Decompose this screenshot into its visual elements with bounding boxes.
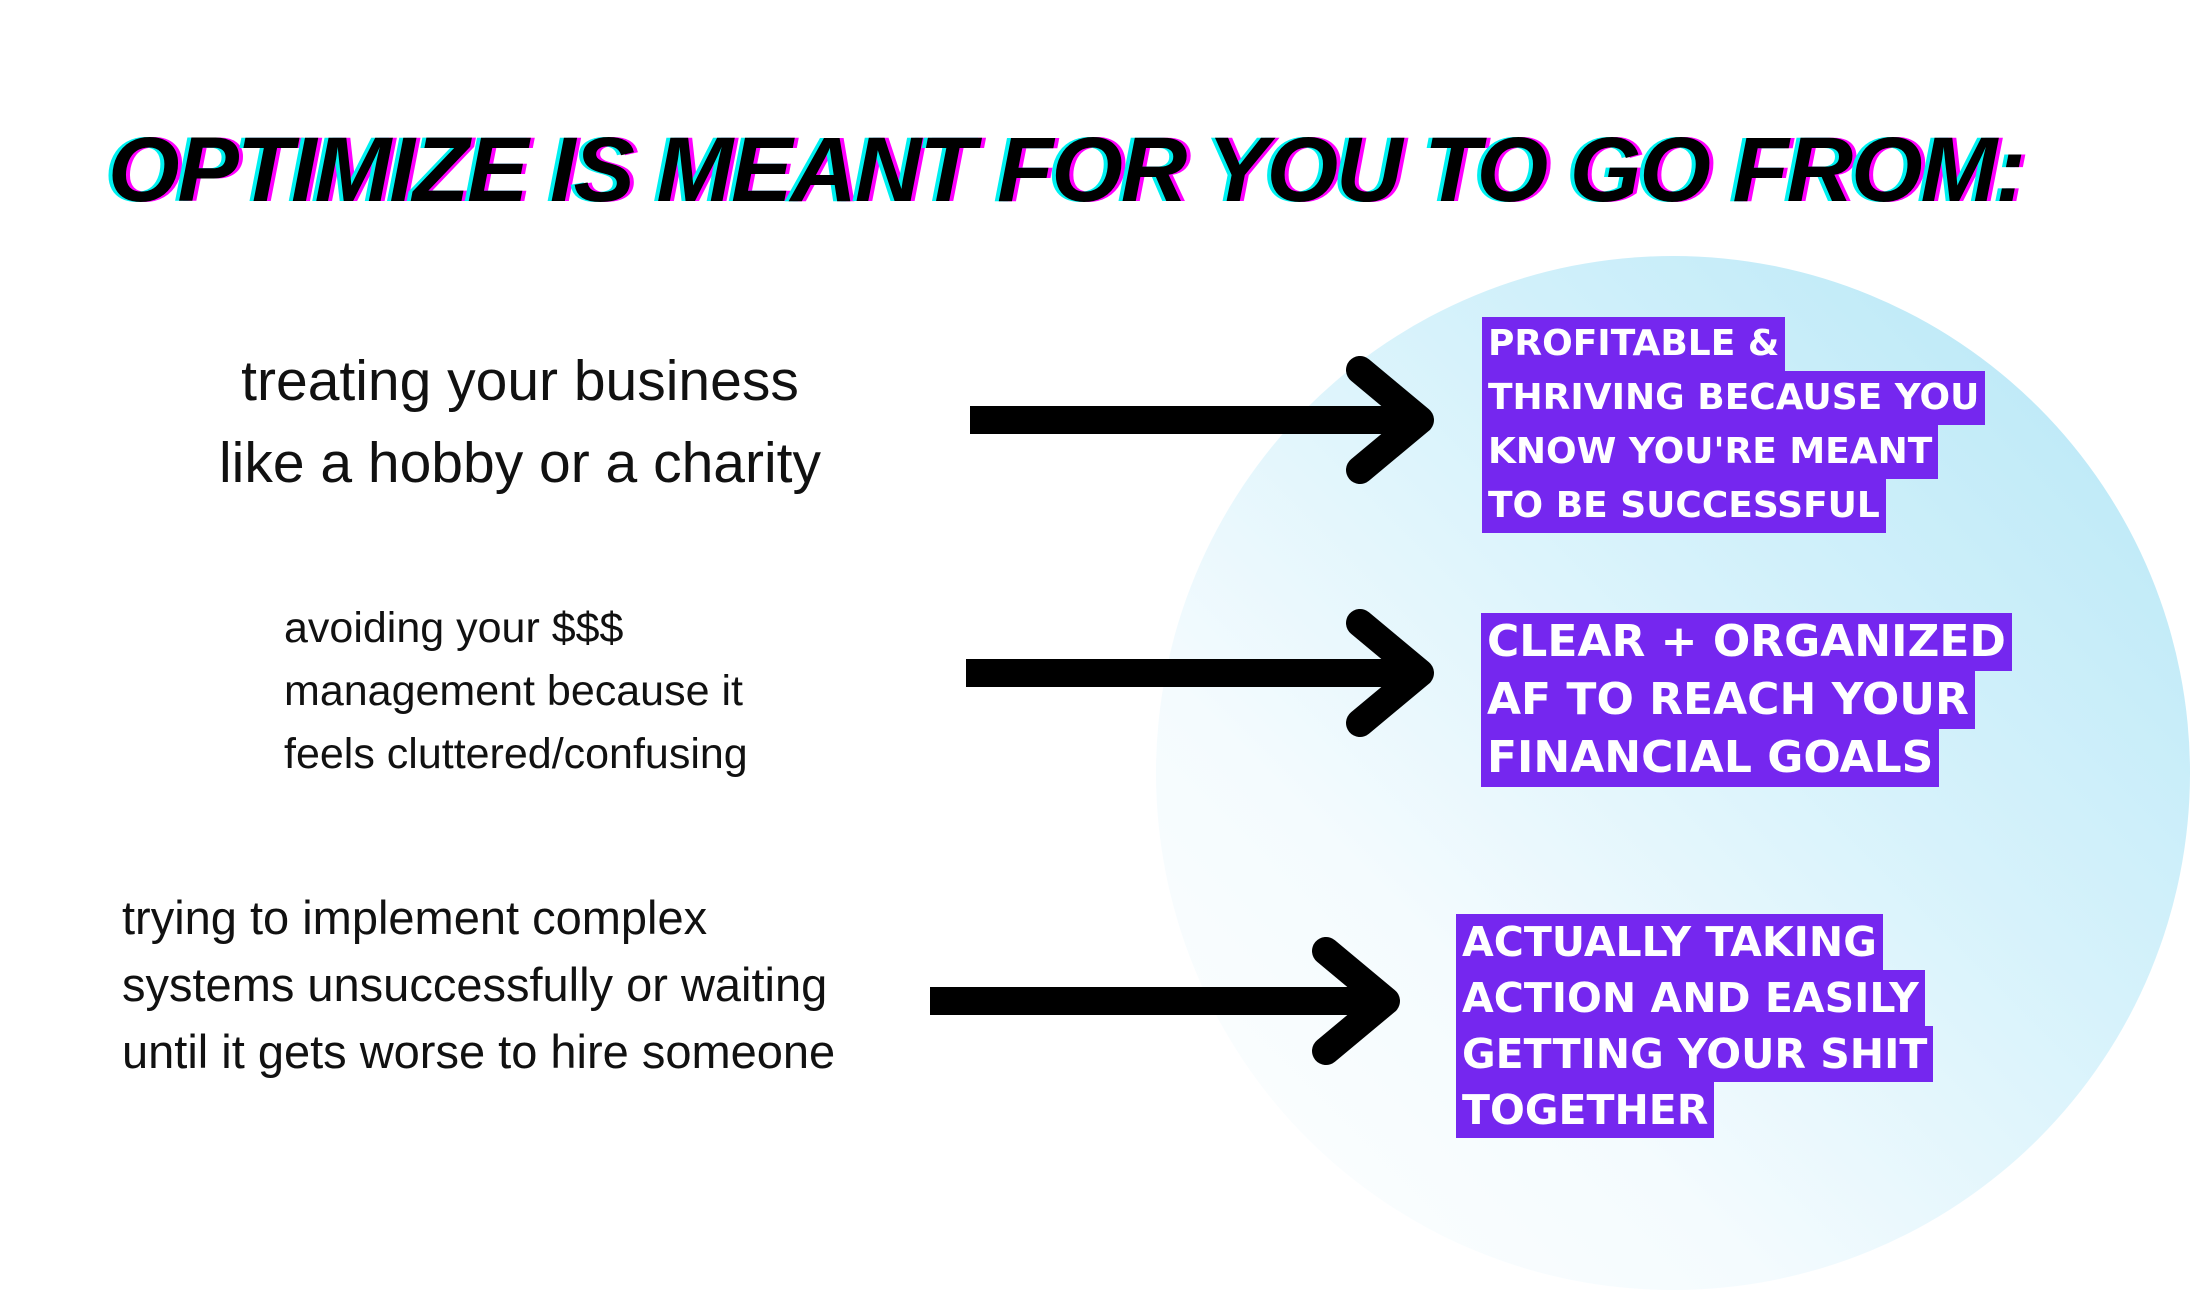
to-line: THRIVING BECAUSE YOU: [1482, 371, 1986, 425]
arrow-right-icon: [966, 609, 1434, 737]
from-line: treating your business: [241, 349, 799, 413]
from-line: feels cluttered/confusing: [284, 730, 748, 778]
from-line: systems unsuccessfully or waiting: [122, 958, 828, 1011]
from-text-1: treating your business like a hobby or a…: [200, 340, 840, 504]
from-line: trying to implement complex: [122, 891, 708, 944]
arrow-right-icon: [930, 937, 1400, 1065]
to-line: AF TO REACH YOUR: [1481, 671, 1975, 729]
to-line: CLEAR + ORGANIZED: [1481, 613, 2012, 671]
to-line: TO BE SUCCESSFUL: [1482, 479, 1886, 533]
arrow-right-icon: [970, 356, 1434, 484]
to-line: ACTION AND EASILY: [1456, 970, 1925, 1026]
to-line: FINANCIAL GOALS: [1481, 729, 1940, 787]
to-line: GETTING YOUR SHIT: [1456, 1026, 1934, 1082]
from-line: until it gets worse to hire someone: [122, 1025, 836, 1078]
from-text-3: trying to implement complex systems unsu…: [122, 884, 835, 1085]
to-line: KNOW YOU'RE MEANT: [1482, 425, 1939, 479]
from-line: management because it: [284, 667, 743, 715]
to-line: PROFITABLE &: [1482, 317, 1786, 371]
to-highlight-2: CLEAR + ORGANIZED AF TO REACH YOUR FINAN…: [1481, 613, 2012, 787]
from-line: avoiding your $$$: [284, 604, 624, 652]
page-title: OPTIMIZE IS MEANT FOR YOU TO GO FROM:: [108, 119, 2026, 221]
to-highlight-1: PROFITABLE & THRIVING BECAUSE YOU KNOW Y…: [1482, 317, 1986, 533]
to-line: ACTUALLY TAKING: [1456, 914, 1883, 970]
from-line: like a hobby or a charity: [219, 431, 821, 495]
to-line: TOGETHER: [1456, 1082, 1715, 1138]
to-highlight-3: ACTUALLY TAKING ACTION AND EASILY GETTIN…: [1456, 914, 1934, 1138]
from-text-2: avoiding your $$$ management because it …: [284, 597, 748, 786]
